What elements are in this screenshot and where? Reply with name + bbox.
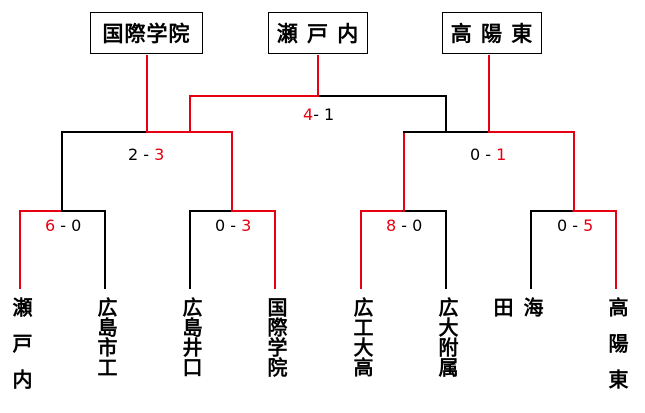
score-sep: -: [55, 216, 72, 235]
score-left: 6: [45, 216, 56, 235]
score-sep: -: [567, 216, 584, 235]
team-hiroshima-inokuchi: 広島井口: [179, 297, 203, 377]
score-sep: -: [396, 216, 413, 235]
score-left: 2: [128, 145, 139, 164]
team-kokodai-ko: 広工大高: [350, 297, 374, 377]
score-right: 5: [583, 216, 594, 235]
winner-box-kokusai-gakuin: 国際学院: [90, 12, 203, 54]
score-left: 8: [386, 216, 397, 235]
score-right: 0: [412, 216, 423, 235]
score-right: 0: [71, 216, 82, 235]
team-kaita: 海田: [490, 297, 544, 361]
team-kokusai-gakuin: 国際学院: [264, 297, 288, 377]
winner-box-setouchi: 瀬 戸 内: [268, 12, 368, 54]
score-r1-d: 0 - 5: [557, 216, 593, 235]
score-left: 0: [215, 216, 226, 235]
score-sep: -: [480, 145, 497, 164]
score-left: 0: [557, 216, 568, 235]
team-hirodai-fuzoku: 広大附属: [435, 297, 459, 377]
winner-label: 高 陽 東: [450, 22, 534, 46]
score-final: 4- 1: [303, 105, 334, 124]
score-r1-c: 8 - 0: [386, 216, 422, 235]
score-right: 3: [241, 216, 252, 235]
team-setouchi: 瀬戸内: [9, 297, 33, 405]
winner-box-koyohigashi: 高 陽 東: [442, 12, 542, 54]
team-koyohigashi: 高陽東: [605, 297, 629, 405]
score-right: 1: [324, 105, 335, 124]
team-hiroshima-shiko: 広島市工: [94, 297, 118, 377]
score-sep: -: [313, 105, 325, 124]
score-r1-b: 0 - 3: [215, 216, 251, 235]
score-right: 1: [496, 145, 507, 164]
score-right: 3: [154, 145, 165, 164]
score-sep: -: [138, 145, 155, 164]
score-r2-b: 0 - 1: [470, 145, 506, 164]
score-r1-a: 6 - 0: [45, 216, 81, 235]
winner-label: 瀬 戸 内: [276, 22, 360, 46]
score-r2-a: 2 - 3: [128, 145, 164, 164]
score-left: 0: [470, 145, 481, 164]
score-left: 4: [303, 105, 314, 124]
winner-label: 国際学院: [102, 22, 191, 46]
score-sep: -: [225, 216, 242, 235]
